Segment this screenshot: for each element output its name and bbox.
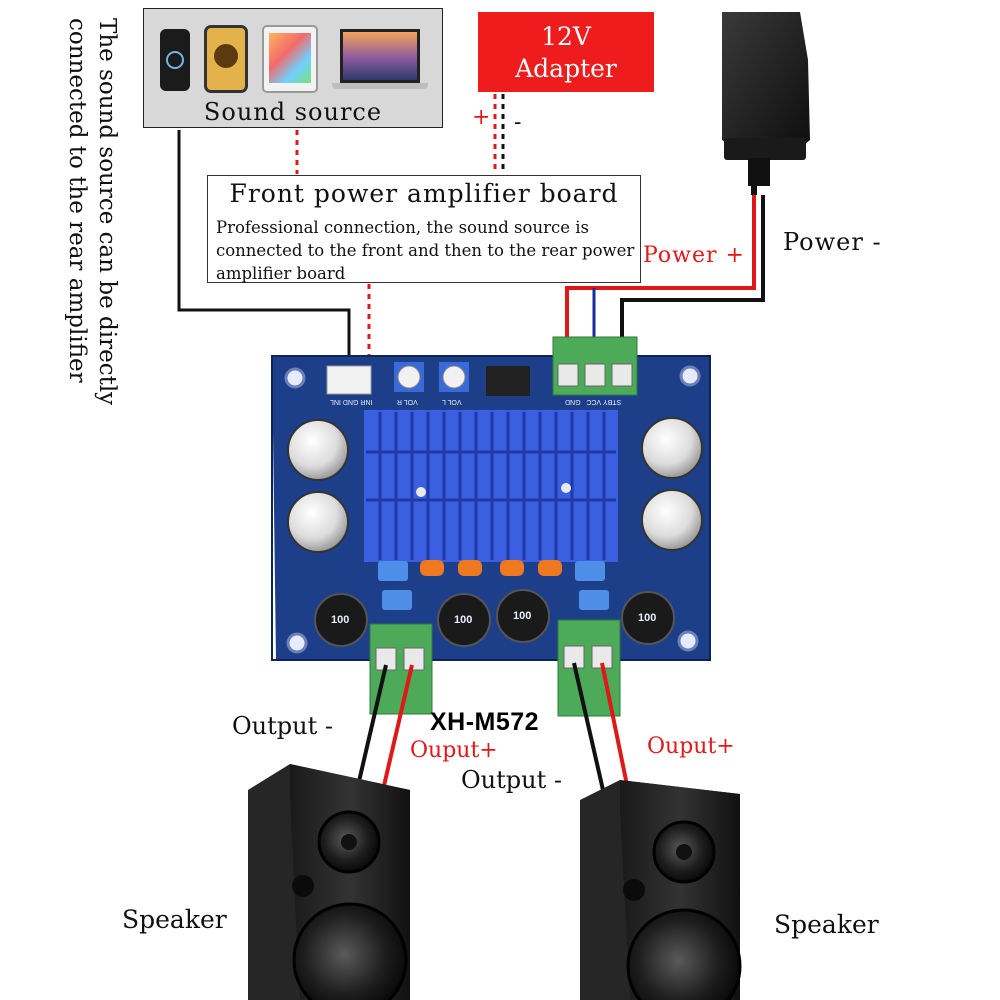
right-output-plus-label: Ouput+ [647, 734, 735, 759]
input-pin-labels: INR GND INL [330, 398, 373, 405]
adapter-minus-sign: - [514, 110, 522, 135]
inductor-label-1: 100 [331, 614, 350, 626]
sound-source-label: Sound source [203, 98, 383, 126]
left-speaker [248, 764, 410, 1000]
right-output-minus-label: Output - [461, 766, 562, 794]
power-plus-label: Power + [643, 243, 745, 268]
amplifier-board [271, 336, 711, 717]
power-minus-label: Power - [783, 228, 882, 256]
vol-l-label: VOL L [442, 398, 462, 405]
inductor-label-2: 100 [454, 614, 473, 626]
left-output-plus-label: Ouput+ [410, 738, 498, 763]
front-board-box: Front power amplifier board Professional… [207, 175, 641, 283]
smartphone-icon [204, 25, 248, 93]
front-board-title: Front power amplifier board [229, 179, 619, 208]
mp3-player-icon [160, 29, 190, 91]
vol-r-label: VOL R [397, 398, 418, 405]
tablet-icon [262, 25, 318, 93]
front-board-description: Professional connection, the sound sourc… [216, 218, 635, 283]
power-adapter [722, 12, 810, 195]
inductor-label-3: 100 [513, 610, 532, 622]
side-note: The sound source can be directly connect… [64, 18, 120, 406]
left-output-minus-label: Output - [232, 712, 333, 740]
input-wire [177, 130, 351, 380]
speaker-wires [355, 662, 630, 791]
inductor-label-4: 100 [638, 612, 657, 624]
power-pin-labels: STBY VCC GND [565, 398, 622, 405]
board-model-label: XH-M572 [430, 708, 540, 736]
adapter-box: 12V Adapter [478, 12, 654, 92]
laptop-icon [332, 29, 428, 91]
right-speaker-label: Speaker [774, 910, 879, 939]
adapter-plus-sign: + [472, 105, 491, 130]
adapter-label: Adapter [515, 54, 617, 83]
right-speaker [580, 780, 742, 1000]
sound-source-box: Sound source [143, 8, 443, 128]
adapter-voltage: 12V [541, 22, 591, 51]
left-speaker-label: Speaker [122, 905, 227, 934]
